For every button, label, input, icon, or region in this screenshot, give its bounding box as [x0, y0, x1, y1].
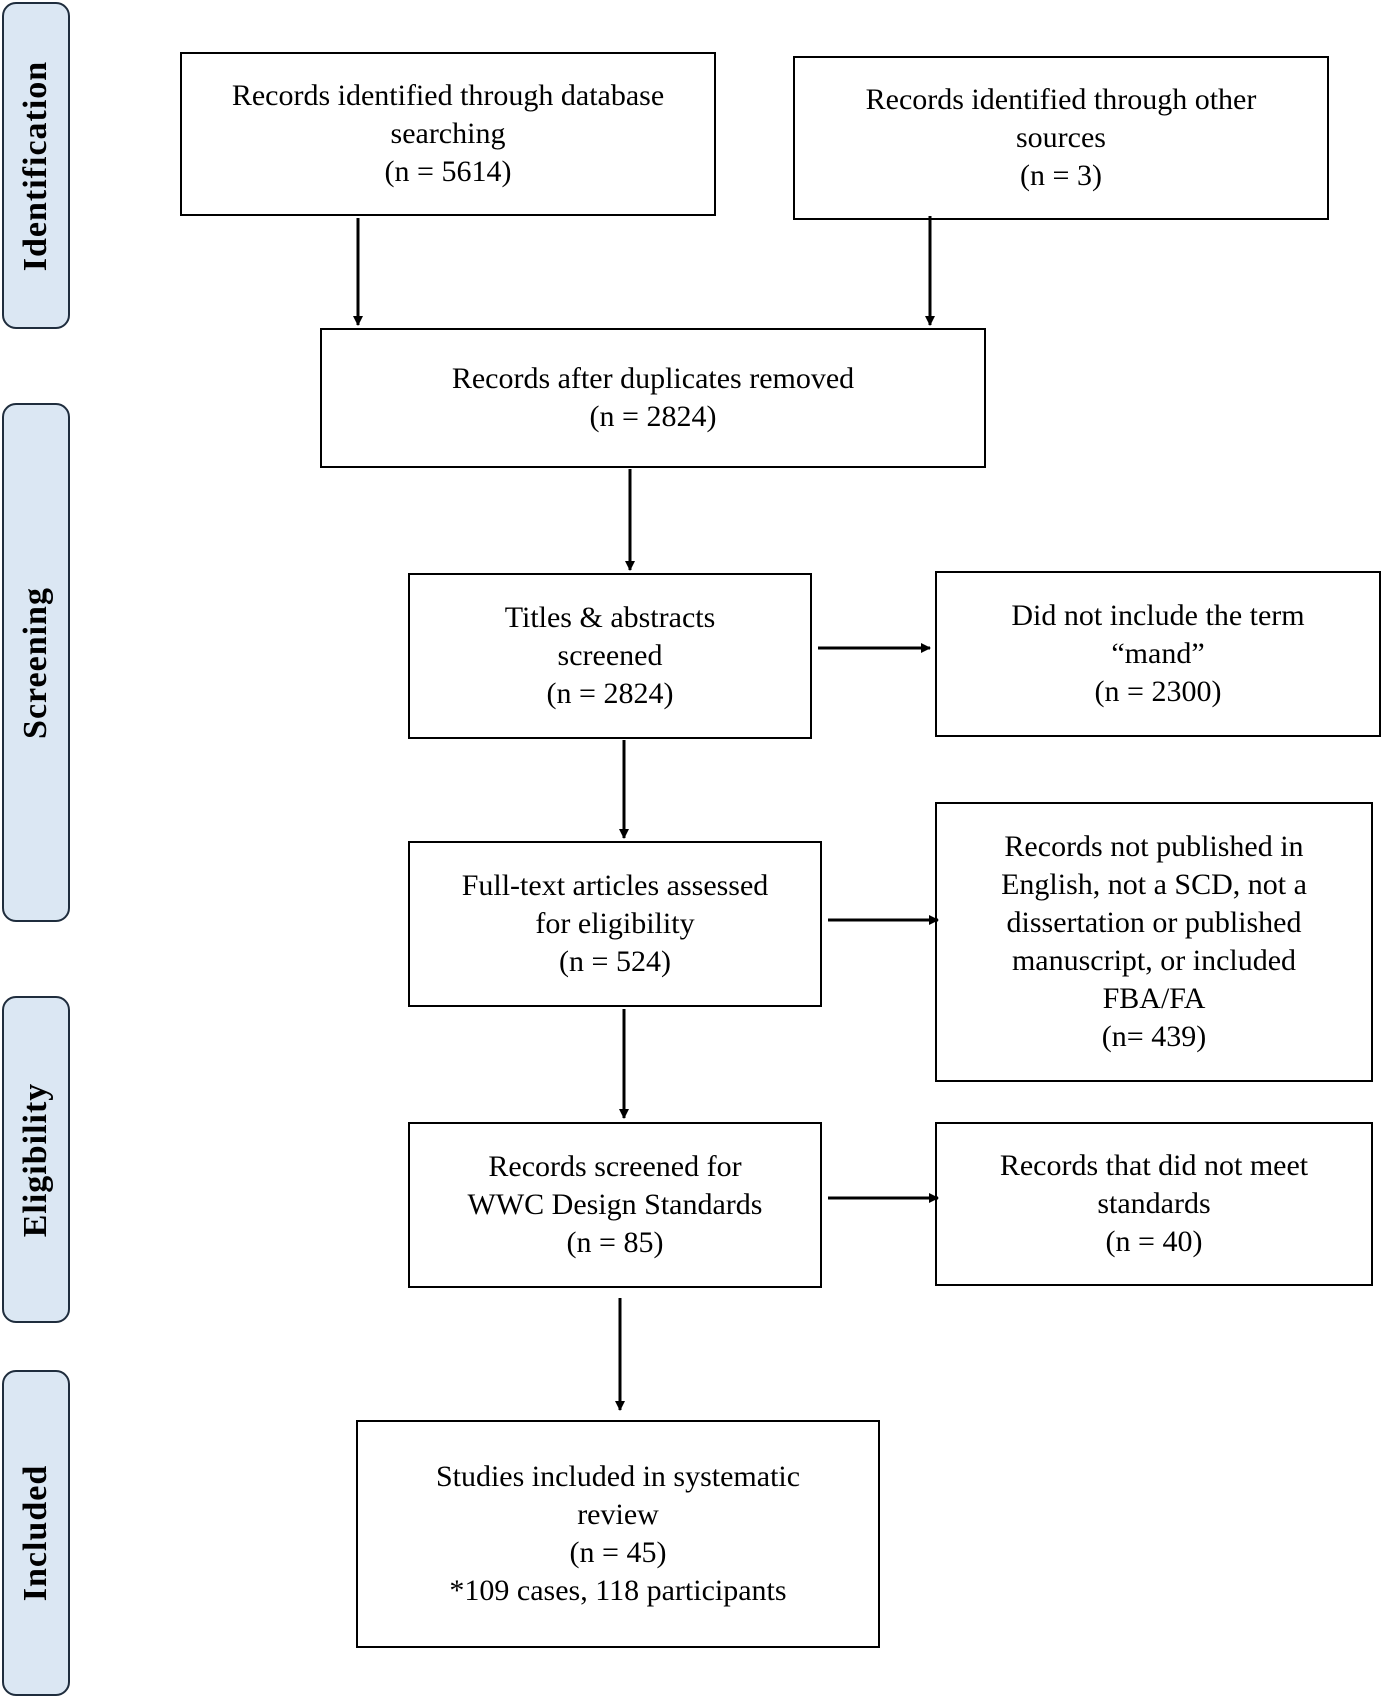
box-dedup-count: (n = 2824) [589, 400, 717, 433]
box-excluded-wwc-line1: Records that did not meet [999, 1149, 1309, 1182]
box-excluded-fulltext-line2: English, not a SCD, not a [1001, 868, 1307, 901]
box-wwc-screened: Records screened for WWC Design Standard… [408, 1122, 822, 1288]
box-studies-included: Studies included in systematic review (n… [356, 1420, 880, 1648]
box-fulltext-assessed: Full-text articles assessed for eligibil… [408, 841, 822, 1007]
box-excluded-fulltext-line4: manuscript, or included [1011, 944, 1297, 977]
box-excluded-wwc-line2: standards [1097, 1187, 1211, 1220]
box-other-records: Records identified through other sources… [793, 56, 1329, 220]
box-excluded-fulltext-line1: Records not published in [1004, 830, 1304, 863]
box-titles-count: (n = 2824) [546, 677, 674, 710]
box-wwc-count: (n = 85) [566, 1226, 664, 1259]
phase-screening: Screening [2, 403, 70, 922]
box-database-line2: searching [390, 117, 506, 150]
box-excluded-term: Did not include the term “mand” (n = 230… [935, 571, 1381, 737]
box-excluded-term-count: (n = 2300) [1094, 675, 1222, 708]
box-other-line1: Records identified through other [865, 83, 1257, 116]
box-excluded-wwc: Records that did not meet standards (n =… [935, 1122, 1373, 1286]
box-fulltext-line2: for eligibility [535, 907, 695, 940]
box-excluded-fulltext: Records not published in English, not a … [935, 802, 1373, 1082]
phase-identification: Identification [2, 2, 70, 329]
box-included-note: *109 cases, 118 participants [449, 1574, 787, 1607]
box-database-records: Records identified through database sear… [180, 52, 716, 216]
box-other-count: (n = 3) [1020, 159, 1102, 192]
phase-included: Included [2, 1370, 70, 1696]
box-excluded-fulltext-line3: dissertation or published [1006, 906, 1302, 939]
box-fulltext-line1: Full-text articles assessed [461, 869, 769, 902]
box-excluded-wwc-count: (n = 40) [1105, 1225, 1203, 1258]
box-excluded-term-line2: “mand” [1111, 637, 1205, 670]
box-included-line1: Studies included in systematic [435, 1460, 801, 1493]
box-titles-line1: Titles & abstracts [504, 601, 716, 634]
box-fulltext-count: (n = 524) [559, 945, 671, 978]
box-included-line2: review [577, 1498, 659, 1531]
box-wwc-line2: WWC Design Standards [467, 1188, 763, 1221]
box-dedup-line1: Records after duplicates removed [451, 362, 855, 395]
box-excluded-term-line1: Did not include the term [1011, 599, 1305, 632]
box-titles-abstracts: Titles & abstracts screened (n = 2824) [408, 573, 812, 739]
box-other-line2: sources [1016, 121, 1106, 154]
box-excluded-fulltext-line5: FBA/FA [1102, 982, 1206, 1015]
box-excluded-fulltext-count: (n= 439) [1101, 1020, 1207, 1053]
box-included-count: (n = 45) [569, 1536, 667, 1569]
phase-eligibility: Eligibility [2, 996, 70, 1323]
box-wwc-line1: Records screened for [488, 1150, 742, 1183]
box-duplicates-removed: Records after duplicates removed (n = 28… [320, 328, 986, 468]
box-titles-line2: screened [557, 639, 663, 672]
box-database-line1: Records identified through database [231, 79, 665, 112]
box-database-count: (n = 5614) [384, 155, 512, 188]
